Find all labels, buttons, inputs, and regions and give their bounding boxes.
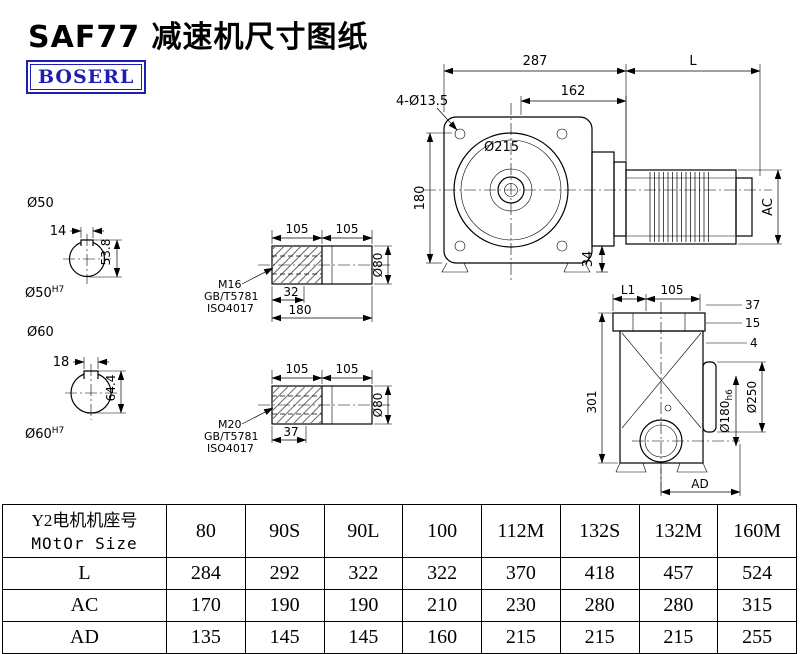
cell: 255	[717, 621, 797, 654]
dim-d180h6-label: Ø180h6	[718, 389, 735, 433]
cell: 284	[166, 557, 246, 590]
dim-AD-label: AD	[691, 477, 708, 491]
standard-iso-label: ISO4017	[207, 442, 254, 455]
technical-drawing: 287 L 162 4-Ø13.5 Ø215 180 34 AC Ø50	[25, 54, 782, 496]
col-header-132s: 132S	[559, 504, 640, 558]
dim-flange-dia-label: Ø215	[484, 140, 519, 155]
cell: 210	[402, 589, 482, 622]
shaft-section-50: Ø50 14 53.8 Ø50H7	[25, 196, 122, 301]
cell: 135	[166, 621, 246, 654]
table-row-AC: AC 170 190 190 210 230 280 280 315	[2, 589, 797, 622]
cell: 190	[323, 589, 404, 622]
cell: 215	[481, 621, 561, 654]
col-header-80: 80	[166, 504, 246, 558]
dim-180-shaft-label: 180	[289, 303, 312, 317]
dim-L-label: L	[689, 54, 697, 69]
dim-105-left-label: 105	[286, 222, 309, 236]
header-motor-size: Y2电机机座号 MOtOr Size	[2, 504, 167, 558]
cell: 170	[166, 589, 246, 622]
cell: 280	[559, 589, 640, 622]
dim-32-label: 32	[283, 285, 298, 299]
dim-15-label: 15	[745, 316, 760, 330]
dim-301-label: 301	[585, 391, 599, 414]
cell: 370	[481, 557, 561, 590]
dim-105-side-label: 105	[661, 283, 684, 297]
dia60-tolerance-label: Ø60H7	[25, 426, 64, 442]
col-header-132m: 132M	[638, 504, 719, 558]
dim-d80-label: Ø80	[371, 253, 385, 278]
cell: 292	[244, 557, 325, 590]
cell: 315	[717, 589, 797, 622]
dim-bolt-holes-label: 4-Ø13.5	[396, 94, 448, 109]
cell: 322	[402, 557, 482, 590]
dia60-label: Ø60	[27, 325, 54, 340]
cell: 524	[717, 557, 797, 590]
cell: 215	[559, 621, 640, 654]
cell: 215	[638, 621, 719, 654]
row-label-AC: AC	[2, 589, 167, 622]
standard-gb-label: GB/T5781	[204, 430, 259, 443]
brand-name: BOSERL	[30, 64, 143, 90]
output-shaft-m16: 105 105 M16 GB/T5781 ISO4017 32 180 Ø80	[204, 222, 392, 322]
dim-64.4-label: 64.4	[104, 375, 118, 402]
col-header-100: 100	[402, 504, 482, 558]
brand-logo: BOSERL	[26, 60, 147, 94]
row-label-L: L	[2, 557, 167, 590]
dim-18-label: 18	[53, 355, 70, 370]
cell: 190	[244, 589, 325, 622]
col-header-160m: 160M	[717, 504, 797, 558]
dim-53.8-label: 53.8	[99, 239, 113, 266]
table-header-row: Y2电机机座号 MOtOr Size 80 90S 90L 100 112M 1…	[2, 504, 797, 558]
dim-37-side-label: 37	[745, 298, 760, 312]
cell: 145	[244, 621, 325, 654]
table-row-L: L 284 292 322 322 370 418 457 524	[2, 557, 797, 590]
dim-d250-label: Ø250	[745, 381, 759, 413]
front-view: 287 L 162 4-Ø13.5 Ø215 180 34 AC	[396, 54, 782, 282]
cell: 322	[323, 557, 404, 590]
shaft-section-60: Ø60 18 64.4 Ø60H7	[25, 325, 126, 442]
col-header-90l: 90L	[323, 504, 404, 558]
cell: 230	[481, 589, 561, 622]
page-title: SAF77 减速机尺寸图纸	[28, 20, 369, 55]
dia50-tolerance-label: Ø50H7	[25, 285, 64, 301]
dim-105-right-label: 105	[336, 222, 359, 236]
dim-4-label: 4	[750, 336, 758, 350]
side-view: L1 105 37 15 4 301 Ø180h6 Ø250 AD	[585, 283, 766, 496]
output-shaft-m20: 105 105 M20 GB/T5781 ISO4017 37 Ø80	[204, 362, 392, 455]
table-row-AD: AD 135 145 145 160 215 215 215 255	[2, 621, 797, 654]
dim-AC-label: AC	[761, 198, 776, 216]
standard-gb-label: GB/T5781	[204, 290, 259, 303]
col-header-112m: 112M	[481, 504, 561, 558]
cell: 160	[402, 621, 482, 654]
dim-105-right-label: 105	[336, 362, 359, 376]
col-header-90s: 90S	[244, 504, 325, 558]
dim-37-shaft-label: 37	[283, 425, 298, 439]
header-motor-size-en: MOtOr Size	[31, 533, 138, 553]
cell: 457	[638, 557, 719, 590]
cell: 418	[559, 557, 640, 590]
dim-105-left-label: 105	[286, 362, 309, 376]
standard-iso-label: ISO4017	[207, 302, 254, 315]
size-table: Y2电机机座号 MOtOr Size 80 90S 90L 100 112M 1…	[2, 504, 797, 654]
header-motor-size-cn: Y2电机机座号	[31, 510, 138, 530]
dim-14-label: 14	[50, 224, 67, 239]
dim-d80-label: Ø80	[371, 393, 385, 418]
thread-m20-label: M20	[218, 418, 242, 431]
thread-m16-label: M16	[218, 278, 242, 291]
dim-180-label: 180	[413, 186, 428, 211]
row-label-AD: AD	[2, 621, 167, 654]
dia50-label: Ø50	[27, 196, 54, 211]
dim-34-label: 34	[581, 251, 596, 268]
dim-162-label: 162	[561, 84, 586, 99]
cell: 280	[638, 589, 719, 622]
dim-L1-label: L1	[621, 283, 635, 297]
cell: 145	[323, 621, 404, 654]
dim-287-label: 287	[523, 54, 548, 69]
